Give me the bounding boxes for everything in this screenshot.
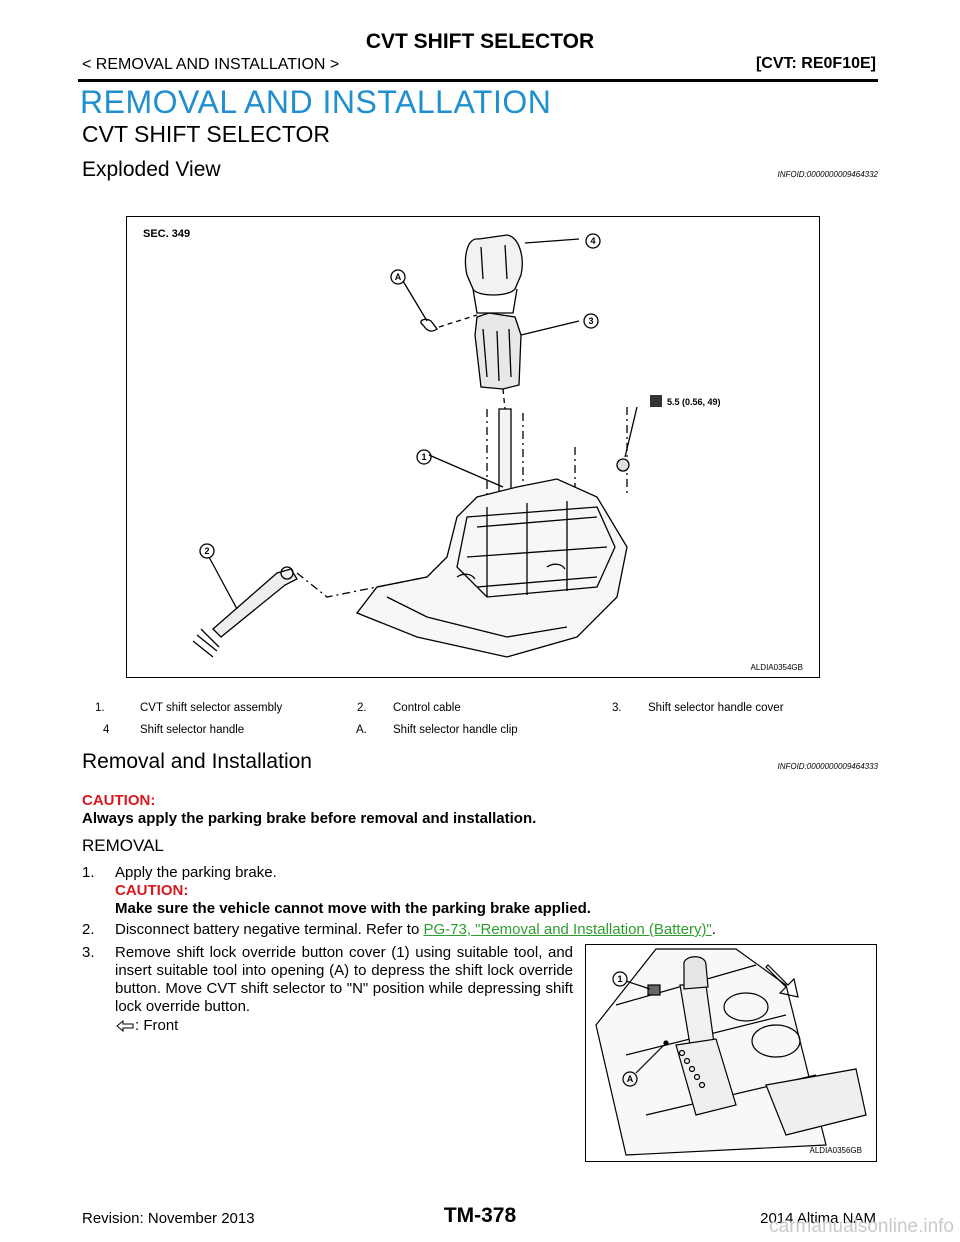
front-legend: : Front — [115, 1017, 178, 1034]
removal-heading: REMOVAL — [82, 836, 164, 855]
model-year: 2014 Altima NAM — [760, 1210, 876, 1227]
step-2-number: 2. — [82, 921, 95, 938]
legend-num-a: A. — [356, 724, 367, 736]
callout-2: 2 — [204, 546, 209, 556]
console-callout-a: A — [627, 1074, 634, 1084]
legend-text-4: Shift selector handle — [140, 724, 245, 736]
console-callout-1: 1 — [617, 974, 622, 984]
breadcrumb: < REMOVAL AND INSTALLATION > — [82, 56, 340, 73]
torque-spec: 5.5 (0.56, 49) — [667, 397, 721, 407]
step-3-text: Remove shift lock override button cover … — [115, 944, 573, 1015]
caution-label: CAUTION: — [82, 792, 156, 809]
model-code: [CVT: RE0F10E] — [755, 55, 876, 72]
legend-num-4: 4 — [103, 724, 110, 736]
page-number: TM-378 — [443, 1204, 517, 1227]
revision-date: Revision: November 2013 — [82, 1210, 255, 1227]
legend-text-a: Shift selector handle clip — [393, 724, 518, 736]
step-1-caution-label: CAUTION: — [115, 882, 189, 899]
figure-code: ALDIA0354GB — [751, 663, 803, 672]
torque-wrench-icon — [650, 395, 662, 407]
callout-a: A — [395, 272, 402, 282]
legend-num-1: 1. — [95, 702, 105, 714]
step-1-number: 1. — [82, 864, 95, 881]
legend-text-2: Control cable — [393, 702, 461, 714]
watermark: carmanualsonline.info — [769, 1216, 954, 1237]
exploded-view-heading: Exploded View — [82, 158, 221, 181]
sec-label: SEC. 349 — [143, 228, 190, 240]
exploded-view-illustration: 4 3 A 1 2 SEC. 349 5.5 (0.56, 49) ALDIA0… — [143, 228, 803, 672]
step-2-line: Disconnect battery negative terminal. Re… — [115, 921, 716, 938]
subsection-title: CVT SHIFT SELECTOR — [82, 121, 330, 147]
front-arrow-icon — [116, 1019, 134, 1033]
step-2-end: . — [711, 921, 716, 938]
section-title: REMOVAL AND INSTALLATION — [80, 84, 552, 120]
console-illustration: 1 A ALDIA0356GB — [595, 948, 867, 1156]
callout-1: 1 — [421, 452, 426, 462]
legend-text-1: CVT shift selector assembly — [140, 702, 283, 714]
caution-text: Always apply the parking brake before re… — [82, 810, 537, 827]
step-3-number: 3. — [82, 944, 95, 961]
shift-lock-figure: 1 A ALDIA0356GB — [585, 944, 877, 1162]
step-2-text: Disconnect battery negative terminal. Re… — [115, 921, 424, 938]
step-1-caution-text: Make sure the vehicle cannot move with t… — [115, 900, 591, 917]
legend-num-2: 2. — [357, 702, 367, 714]
page-header-title: CVT SHIFT SELECTOR — [365, 30, 595, 53]
front-text: : Front — [135, 1017, 179, 1034]
removal-installation-infoid: INFOID:0000000009464333 — [777, 762, 878, 771]
callout-4: 4 — [590, 236, 595, 246]
exploded-view-figure: 4 3 A 1 2 SEC. 349 5.5 (0.56, 49) ALDIA0… — [126, 216, 820, 678]
callout-3: 3 — [588, 316, 593, 326]
legend-num-3: 3. — [612, 702, 622, 714]
legend-text-3: Shift selector handle cover — [648, 702, 784, 714]
header-divider — [78, 79, 878, 82]
exploded-view-infoid: INFOID:0000000009464332 — [777, 170, 878, 179]
console-figure-code: ALDIA0356GB — [810, 1146, 862, 1155]
pg-73-reference-link[interactable]: PG-73, "Removal and Installation (Batter… — [423, 921, 712, 938]
step-1-text: Apply the parking brake. — [115, 864, 277, 881]
removal-installation-heading: Removal and Installation — [82, 750, 312, 773]
